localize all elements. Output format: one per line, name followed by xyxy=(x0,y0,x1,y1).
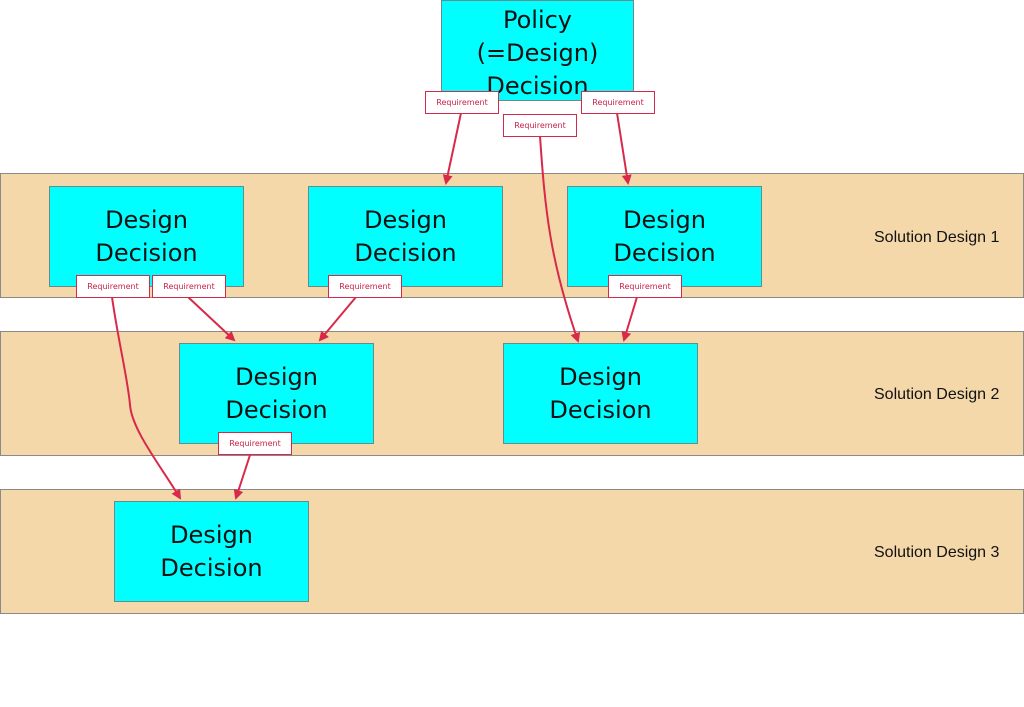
requirement-arrow xyxy=(233,454,251,500)
requirement-arrow xyxy=(187,296,236,342)
design-decision-box[interactable]: Design Decision xyxy=(179,343,374,444)
requirement-arrow xyxy=(111,296,182,500)
requirement-arrow xyxy=(616,112,632,185)
design-decision-box[interactable]: Design Decision xyxy=(308,186,503,287)
requirement-label[interactable]: Requirement xyxy=(152,275,226,298)
requirement-arrow xyxy=(539,135,581,343)
band-label: Solution Design 1 xyxy=(874,229,1000,246)
design-decision-box[interactable]: Design Decision xyxy=(49,186,244,287)
requirement-arrow xyxy=(621,296,638,342)
band-label: Solution Design 2 xyxy=(874,386,1000,403)
requirement-label[interactable]: Requirement xyxy=(503,114,577,137)
policy-decision-box[interactable]: Policy (=Design) Decision xyxy=(441,0,634,101)
requirement-arrow xyxy=(442,112,462,185)
requirement-label[interactable]: Requirement xyxy=(608,275,682,298)
design-decision-box[interactable]: Design Decision xyxy=(503,343,698,444)
requirement-label[interactable]: Requirement xyxy=(328,275,402,298)
band-label: Solution Design 3 xyxy=(874,544,1000,561)
requirement-label[interactable]: Requirement xyxy=(581,91,655,114)
requirement-label[interactable]: Requirement xyxy=(425,91,499,114)
requirement-label[interactable]: Requirement xyxy=(76,275,150,298)
design-decision-box[interactable]: Design Decision xyxy=(114,501,309,602)
design-decision-box[interactable]: Design Decision xyxy=(567,186,762,287)
requirement-label[interactable]: Requirement xyxy=(218,432,292,455)
requirement-arrow xyxy=(318,296,357,342)
